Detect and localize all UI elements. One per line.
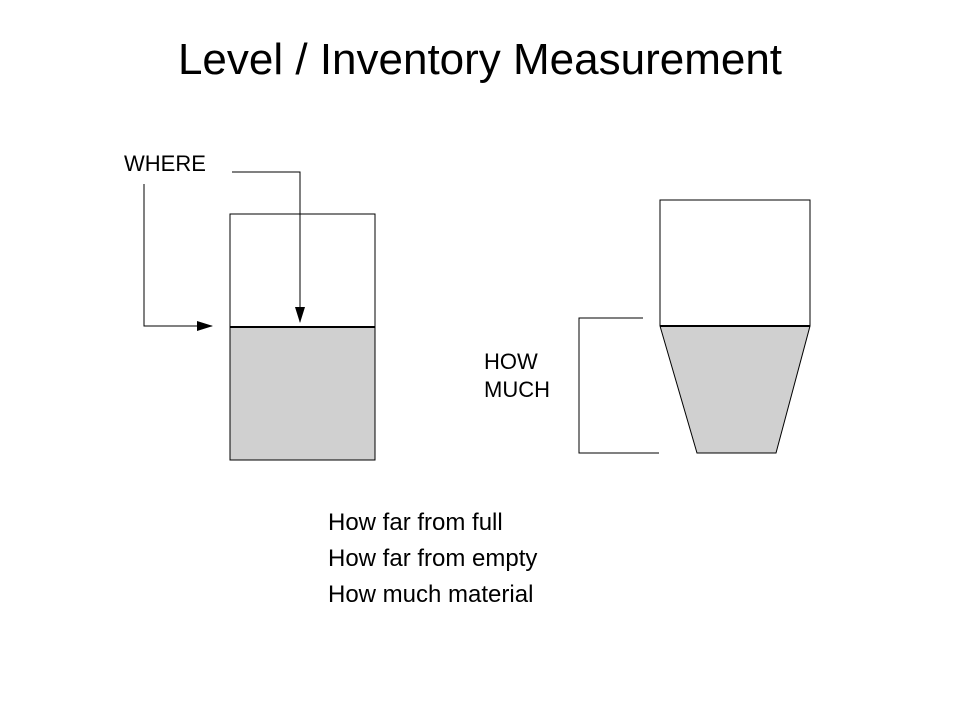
how-much-bracket bbox=[578, 317, 659, 454]
slide-title: Level / Inventory Measurement bbox=[177, 35, 783, 84]
right-tank-material bbox=[660, 326, 810, 453]
questions-list: How far from full How far from empty How… bbox=[328, 505, 537, 613]
left-tank bbox=[229, 213, 376, 461]
where-arrow-right bbox=[143, 184, 213, 331]
where-arrow-down bbox=[232, 171, 305, 323]
question-item: How much material bbox=[328, 581, 534, 608]
left-tank-material bbox=[230, 327, 375, 460]
question-item: How far from full bbox=[328, 509, 503, 536]
how-much-label-line-2: MUCH bbox=[484, 377, 550, 402]
where-label: WHERE bbox=[124, 151, 206, 176]
right-tank bbox=[659, 199, 811, 454]
question-item: How far from empty bbox=[328, 545, 538, 572]
how-much-label-line-1: HOW bbox=[484, 349, 538, 374]
left-tank-outline bbox=[229, 213, 376, 461]
